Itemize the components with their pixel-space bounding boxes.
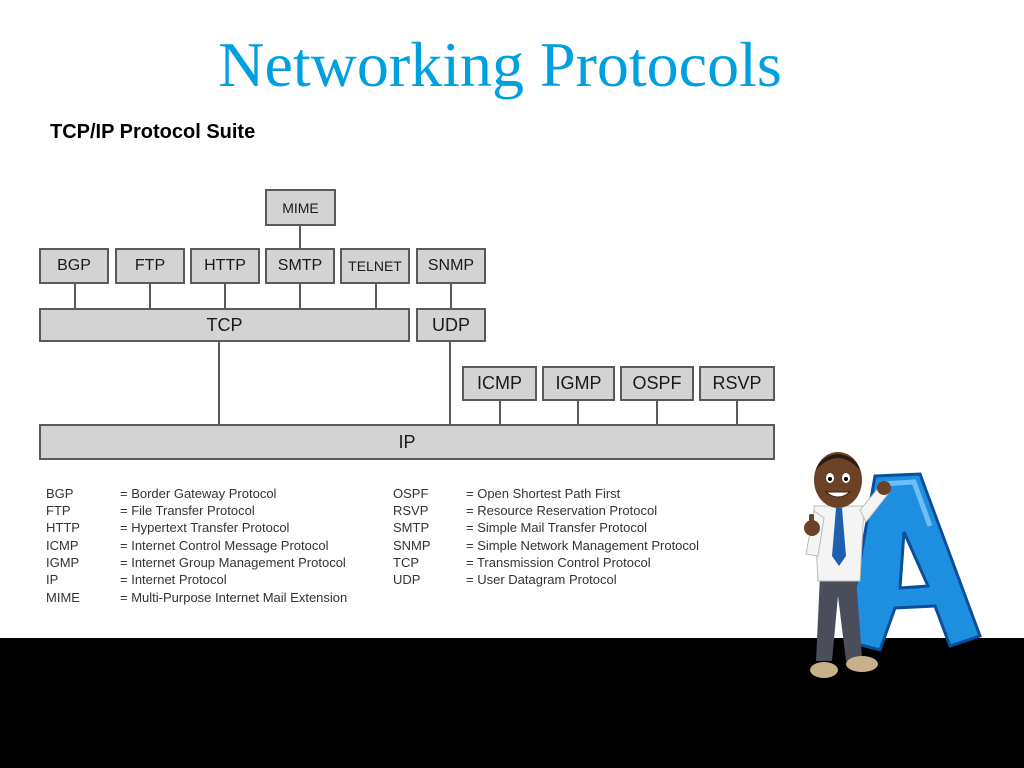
protocol-box-http: HTTP	[190, 248, 260, 284]
legend-abbr: ICMP	[46, 538, 79, 553]
protocol-box-udp: UDP	[416, 308, 486, 342]
connector-line	[299, 284, 301, 308]
protocol-box-tcp: TCP	[39, 308, 410, 342]
cartoon-man-icon	[804, 452, 891, 678]
protocol-box-smtp: SMTP	[265, 248, 335, 284]
legend-abbr: MIME	[46, 590, 80, 605]
legend-def: = File Transfer Protocol	[120, 503, 255, 518]
connector-line	[736, 401, 738, 424]
connector-line	[499, 401, 501, 424]
connector-line	[149, 284, 151, 308]
protocol-box-igmp: IGMP	[542, 366, 615, 401]
legend-abbr: RSVP	[393, 503, 429, 518]
protocol-box-ospf: OSPF	[620, 366, 694, 401]
legend-abbr: UDP	[393, 572, 421, 587]
connector-line	[577, 401, 579, 424]
connector-line	[299, 226, 301, 248]
connector-line	[656, 401, 658, 424]
legend-def: = User Datagram Protocol	[466, 572, 617, 587]
legend-def: = Resource Reservation Protocol	[466, 503, 658, 518]
connector-line	[218, 342, 220, 424]
legend-def: = Internet Group Management Protocol	[120, 555, 346, 570]
legend-def: = Simple Network Management Protocol	[466, 538, 700, 553]
protocol-box-ip: IP	[39, 424, 775, 460]
legend-abbr: FTP	[46, 503, 71, 518]
legend-abbr: TCP	[393, 555, 419, 570]
legend-def: = Internet Protocol	[120, 572, 227, 587]
mascot-illustration	[804, 452, 982, 678]
letter-a-icon	[844, 472, 982, 652]
legend-abbr: IP	[46, 572, 59, 587]
connector-line	[74, 284, 76, 308]
connector-line	[449, 342, 451, 424]
legend-def: = Hypertext Transfer Protocol	[120, 520, 290, 535]
legend-abbr: BGP	[46, 486, 74, 501]
connector-line	[224, 284, 226, 308]
legend-abbr: SMTP	[393, 520, 430, 535]
slide-subtitle: TCP/IP Protocol Suite	[50, 121, 256, 143]
legend-abbr: SNMP	[393, 538, 431, 553]
legend-abbr: IGMP	[46, 555, 80, 570]
legend-abbr: HTTP	[46, 520, 80, 535]
legend-def: = Multi-Purpose Internet Mail Extension	[120, 590, 348, 605]
protocol-box-rsvp: RSVP	[699, 366, 775, 401]
connector-line	[375, 284, 377, 308]
legend-def: = Border Gateway Protocol	[120, 486, 277, 501]
protocol-box-icmp: ICMP	[462, 366, 537, 401]
protocol-box-bgp: BGP	[39, 248, 109, 284]
legend-def: = Open Shortest Path First	[466, 486, 621, 501]
slide-title: Networking Protocols	[218, 29, 782, 100]
legend-def: = Internet Control Message Protocol	[120, 538, 329, 553]
legend-abbr: OSPF	[393, 486, 429, 501]
connector-line	[450, 284, 452, 308]
protocol-box-telnet: TELNET	[340, 248, 410, 284]
protocol-box-mime: MIME	[265, 189, 336, 226]
protocol-box-snmp: SNMP	[416, 248, 486, 284]
legend-def: = Transmission Control Protocol	[466, 555, 651, 570]
legend-def: = Simple Mail Transfer Protocol	[466, 520, 647, 535]
protocol-box-ftp: FTP	[115, 248, 185, 284]
